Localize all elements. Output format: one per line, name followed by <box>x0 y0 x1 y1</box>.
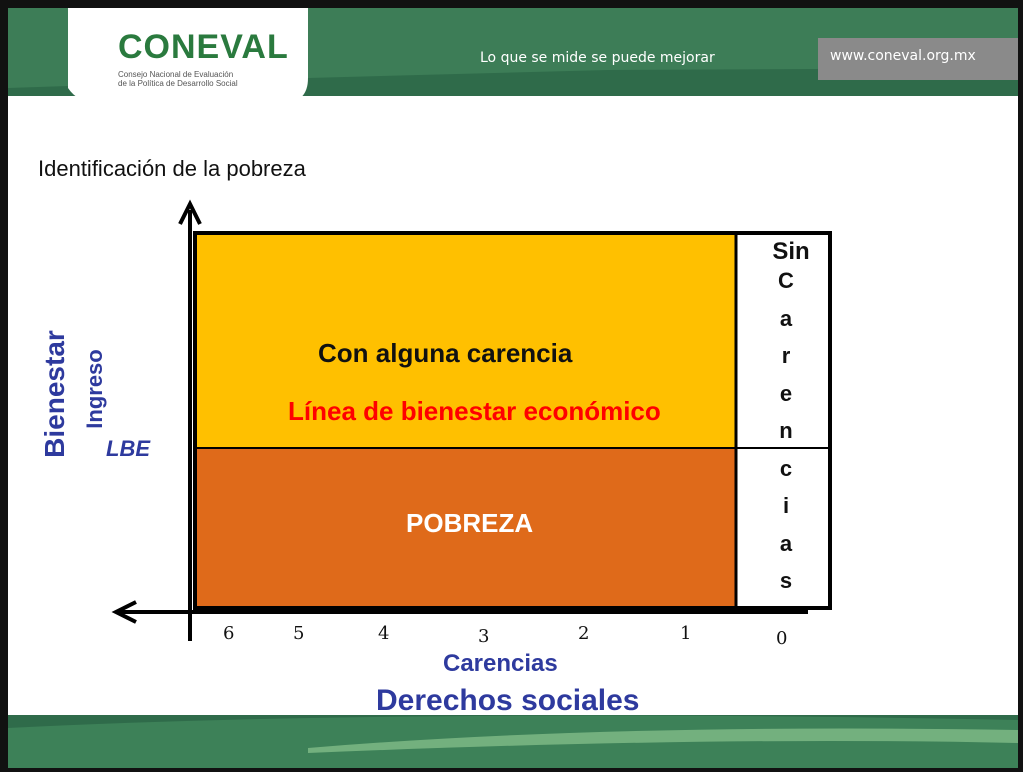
x-tick-label: 0 <box>776 628 788 649</box>
upper-region <box>195 233 736 448</box>
x-tick-label: 2 <box>578 623 590 644</box>
carencias-letter: a <box>779 530 793 556</box>
sin-label: Sin <box>772 238 810 265</box>
diagram-graphic <box>8 199 1018 768</box>
x-tick-label: 1 <box>680 623 692 644</box>
x-tick-label: 6 <box>223 623 235 644</box>
x-axis-sublabel: Derechos sociales <box>376 684 640 717</box>
x-tick-label: 3 <box>478 626 490 647</box>
lower-region-label: POBREZA <box>406 508 534 538</box>
carencias-letter: a <box>779 305 793 331</box>
logo-subtitle-line1: Consejo Nacional de Evaluación <box>118 70 234 79</box>
carencias-letter: s <box>779 568 793 593</box>
carencias-letter: i <box>782 493 790 518</box>
lower-region <box>195 448 736 608</box>
x-tick-label: 5 <box>293 623 305 644</box>
y-axis-arrow <box>178 199 202 225</box>
logo-subtitle-line2: de la Política de Desarrollo Social <box>118 79 238 88</box>
lbe-label: LBE <box>106 436 150 461</box>
carencias-letter: n <box>779 418 793 443</box>
logo-text: CONEVAL <box>118 28 289 66</box>
slide: CONEVAL Consejo Nacional de Evaluación d… <box>8 8 1018 768</box>
diagram-title: Identificación de la pobreza <box>38 156 306 181</box>
carencias-letter: r <box>781 343 791 368</box>
footer-light <box>308 728 1018 753</box>
diagram-frame <box>193 231 832 610</box>
header-banner <box>8 8 1018 118</box>
sin-carencias-column <box>736 233 830 608</box>
carencias-letter: C <box>778 268 794 293</box>
logo-subtitle: Consejo Nacional de Evaluación de la Pol… <box>118 70 238 88</box>
x-tick-label: 4 <box>378 623 390 644</box>
line-label: Línea de bienestar económico <box>288 396 661 426</box>
website-url: www.coneval.org.mx <box>830 48 976 64</box>
tagline: Lo que se mide se puede mejorar <box>480 50 715 66</box>
carencias-letter: e <box>779 380 793 406</box>
x-axis-arrow <box>111 600 137 624</box>
upper-region-label: Con alguna carencia <box>318 338 573 368</box>
x-axis-label: Carencias <box>443 650 558 677</box>
carencias-letter: c <box>779 455 793 481</box>
